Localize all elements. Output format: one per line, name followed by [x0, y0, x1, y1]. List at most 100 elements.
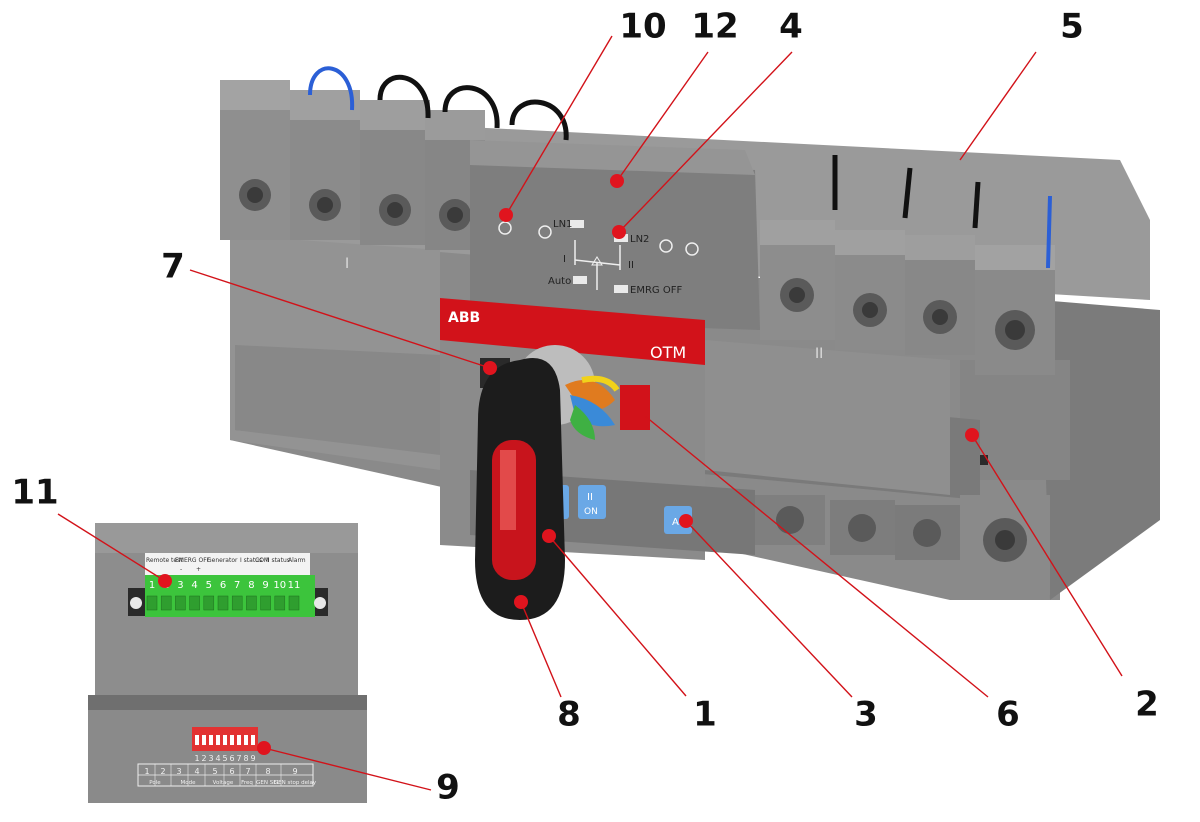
terminal-screw-icon[interactable]: [231, 595, 243, 611]
callout-dot: [158, 574, 172, 588]
section-mark-1: I: [345, 256, 349, 272]
callout-line: [263, 747, 432, 791]
callout-markers: [158, 174, 979, 755]
auto-label: Auto: [548, 276, 571, 287]
terminal-screw-icon[interactable]: [175, 595, 186, 611]
top-terminals-right: [760, 155, 1055, 375]
ii-on-button[interactable]: [578, 485, 606, 519]
dip-toggle[interactable]: [195, 735, 199, 745]
callout-label-7: 7: [161, 247, 185, 287]
dip-table-number: 8: [265, 767, 270, 776]
callout-label-2: 2: [1135, 685, 1159, 725]
dial-icon[interactable]: [659, 239, 673, 253]
dial-icon[interactable]: [498, 221, 512, 235]
brand-strip: ABB OTM: [440, 298, 705, 370]
callout-dot: [612, 225, 626, 239]
terminal-number: 1: [149, 580, 155, 591]
terminal-number: 3: [177, 580, 183, 591]
terminal-screw-icon[interactable]: [288, 595, 300, 611]
callout-dot: [679, 514, 693, 528]
ln1-label: LN1: [553, 219, 572, 230]
terminal-screw-icon[interactable]: [189, 595, 200, 611]
term-header-1: Remote test: [146, 557, 183, 564]
dip-toggle[interactable]: [244, 735, 248, 745]
dip-table-number: 3: [176, 767, 181, 776]
term-header-2: EMERG OFF: [175, 557, 211, 564]
terminal-screw-icon[interactable]: [246, 595, 257, 611]
terminal-number: 5: [206, 580, 212, 591]
callout-line: [57, 513, 166, 582]
dip-table-label: GEN SEL: [256, 780, 281, 786]
callout-line: [685, 520, 853, 698]
callout-line: [505, 35, 613, 216]
ii-on-button-top: II: [587, 492, 593, 503]
dial-icon[interactable]: [685, 242, 699, 256]
callout-dot: [514, 595, 528, 609]
dip-toggle[interactable]: [237, 735, 241, 745]
term-header-3: Generator: [207, 557, 238, 564]
dip-number: 8: [243, 754, 248, 763]
dip-table-number: 1: [144, 767, 149, 776]
pos-2-label: II: [628, 260, 634, 271]
callout-label-5: 5: [1060, 7, 1084, 47]
term-sub-mark-2: +: [196, 566, 201, 573]
ln2-label: LN2: [630, 234, 649, 245]
dip-table-label: GEN stop delay: [274, 780, 317, 786]
dip-toggle[interactable]: [202, 735, 206, 745]
callout-line: [520, 601, 562, 698]
dip-number: 5: [222, 754, 227, 763]
terminal-screw-icon[interactable]: [260, 595, 271, 611]
callout-line: [644, 415, 989, 698]
terminal-screw-icon[interactable]: [146, 595, 158, 611]
dip-number: 7: [236, 754, 241, 763]
terminal-number: 7: [234, 580, 240, 591]
emrg-off-label: EMRG OFF: [630, 285, 682, 296]
terminal-number: 10: [273, 580, 286, 591]
dip-table-label: Voltage: [213, 780, 234, 786]
terminal-screw-icon[interactable]: [274, 595, 286, 611]
dip-toggle[interactable]: [230, 735, 234, 745]
callout-dot: [499, 208, 513, 222]
terminal-screw-icon[interactable]: [203, 595, 215, 611]
term-header-4: I status: [240, 557, 262, 564]
callout-dot: [542, 529, 556, 543]
dip-number: 6: [229, 754, 234, 763]
dip-toggles: [195, 735, 255, 745]
term-header-7: Alarm: [288, 557, 306, 564]
dip-number: 4: [215, 754, 220, 763]
control-panel: LN1 LN2 I II Auto EMRG OFF: [470, 140, 760, 330]
callout-label-3: 3: [854, 695, 878, 735]
dip-table-number: 2: [160, 767, 165, 776]
terminal-number: 8: [248, 580, 254, 591]
dip-toggle[interactable]: [251, 735, 255, 745]
callout-label-4: 4: [779, 7, 803, 47]
terminal-number: 4: [191, 580, 197, 591]
dip-toggle[interactable]: [223, 735, 227, 745]
terminal-screw-icon[interactable]: [160, 595, 172, 611]
callout-dot: [483, 361, 497, 375]
dip-table-label: Pole: [149, 780, 161, 786]
dip-table-label: Freq: [241, 780, 253, 786]
terminal-screw-icon[interactable]: [217, 595, 229, 611]
top-terminals-left: [220, 66, 569, 250]
callout-line: [548, 535, 687, 697]
ii-on-button-bottom: ON: [584, 507, 598, 517]
operating-handle[interactable]: [475, 358, 565, 620]
terminal-number: 11: [288, 580, 301, 591]
callout-dot: [257, 741, 271, 755]
dial-icon[interactable]: [538, 225, 552, 239]
dip-number: 2: [201, 754, 206, 763]
callout-lines: [57, 35, 1123, 791]
dip-table-number: 9: [292, 767, 297, 776]
dip-toggle[interactable]: [209, 735, 213, 745]
terminal-number: 6: [220, 580, 226, 591]
section-mark-2: II: [815, 346, 823, 362]
callout-label-10: 10: [619, 7, 666, 47]
callout-line: [189, 269, 491, 369]
otm-label: OTM: [650, 343, 686, 362]
dip-toggle[interactable]: [216, 735, 220, 745]
dip-number: 3: [208, 754, 213, 763]
dip-table-number: 5: [212, 767, 217, 776]
